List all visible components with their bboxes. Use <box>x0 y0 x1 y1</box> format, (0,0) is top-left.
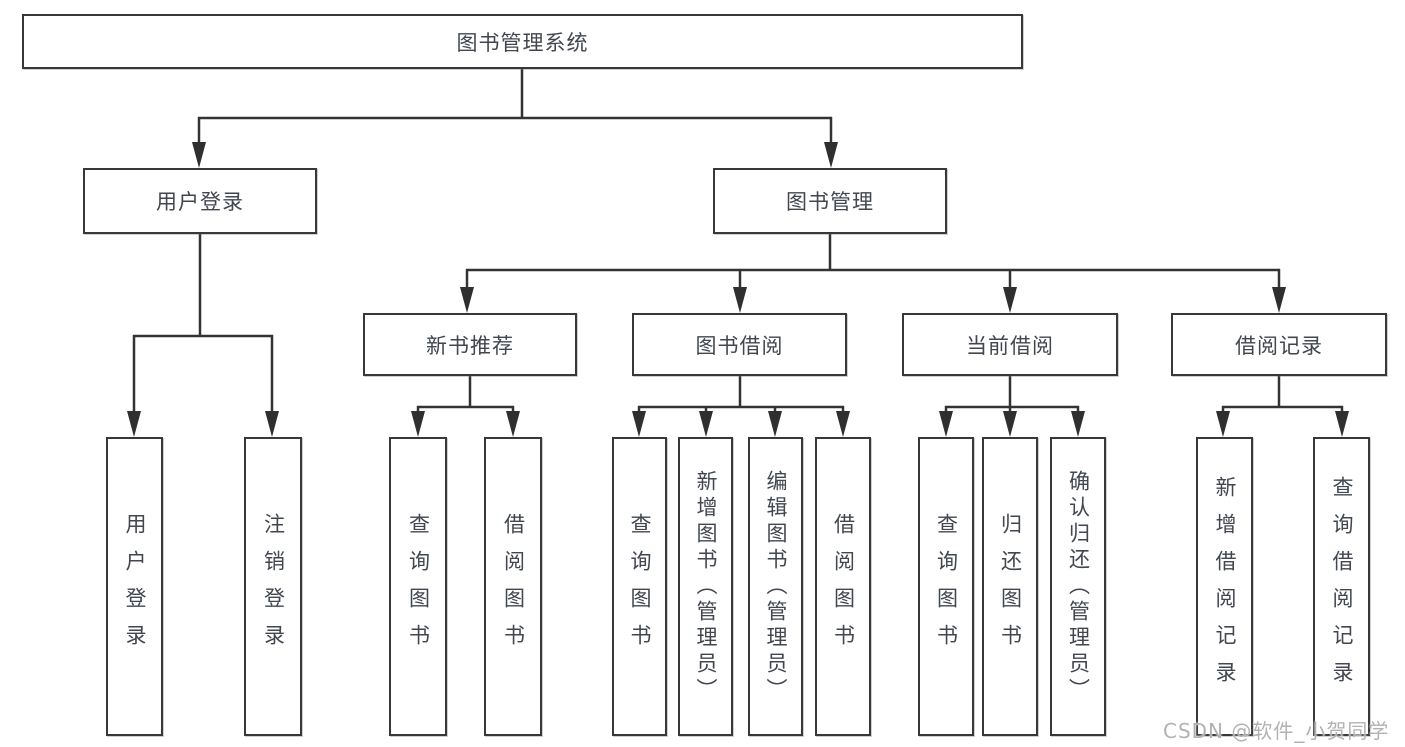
node-book-borrow-label: 图书借阅 <box>695 333 784 358</box>
connector-current-borrow-to-leaves <box>939 376 1085 437</box>
leaf-logout: 注销登录 <box>244 437 302 736</box>
connector-book-mgmt-to-level3 <box>460 234 1286 313</box>
leaf-bb-borrow-books: 借阅图书 <box>815 437 871 736</box>
connector-book-borrow-to-leaves <box>632 376 850 437</box>
leaf-bb-edit-books-label: 编辑图书（管理员） <box>764 469 788 704</box>
leaf-br-add-record-label: 新增借阅记录 <box>1213 475 1237 698</box>
leaf-br-add-record: 新增借阅记录 <box>1196 437 1253 736</box>
node-root-label: 图书管理系统 <box>456 30 589 55</box>
leaf-br-query-record-label: 查询借阅记录 <box>1330 475 1354 698</box>
leaf-nbr-query-books-label: 查询图书 <box>406 512 431 661</box>
csdn-watermark: CSDN @软件_小贺同学 <box>1163 719 1390 743</box>
node-current-borrow: 当前借阅 <box>902 313 1118 376</box>
node-root: 图书管理系统 <box>22 14 1023 69</box>
leaf-br-query-record: 查询借阅记录 <box>1313 437 1370 736</box>
node-current-borrow-label: 当前借阅 <box>966 333 1054 358</box>
connector-root-to-level2 <box>192 69 838 168</box>
node-borrow-records: 借阅记录 <box>1171 313 1387 376</box>
leaf-cb-confirm-return: 确认归还（管理员） <box>1050 437 1106 736</box>
leaf-user-login: 用户登录 <box>106 437 163 736</box>
leaf-cb-return-books: 归还图书 <box>982 437 1038 736</box>
leaf-bb-edit-books: 编辑图书（管理员） <box>748 437 803 736</box>
leaf-nbr-borrow-books: 借阅图书 <box>484 437 542 736</box>
leaf-cb-confirm-return-label: 确认归还（管理员） <box>1066 469 1091 704</box>
leaf-user-login-label: 用户登录 <box>123 512 147 661</box>
connector-new-book-rec-to-leaves <box>411 376 520 437</box>
node-book-mgmt: 图书管理 <box>713 168 947 234</box>
leaf-cb-query-books-label: 查询图书 <box>934 512 959 661</box>
leaf-bb-query-books-label: 查询图书 <box>628 512 652 661</box>
leaf-cb-query-books: 查询图书 <box>918 437 974 736</box>
connector-borrow-records-to-leaves <box>1216 376 1349 437</box>
leaf-bb-borrow-books-label: 借阅图书 <box>831 512 856 661</box>
node-book-borrow: 图书借阅 <box>632 313 847 376</box>
node-new-book-rec-label: 新书推荐 <box>426 333 514 358</box>
leaf-cb-return-books-label: 归还图书 <box>998 512 1023 661</box>
leaf-nbr-query-books: 查询图书 <box>389 437 447 736</box>
connector-user-login-to-leaves <box>127 234 279 437</box>
node-borrow-records-label: 借阅记录 <box>1235 333 1323 358</box>
node-user-login: 用户登录 <box>83 168 317 234</box>
leaf-bb-add-books: 新增图书（管理员） <box>678 437 733 736</box>
leaf-nbr-borrow-books-label: 借阅图书 <box>501 512 526 661</box>
leaf-bb-query-books: 查询图书 <box>612 437 667 736</box>
leaf-logout-label: 注销登录 <box>261 512 286 661</box>
node-book-mgmt-label: 图书管理 <box>786 190 874 214</box>
node-user-login-label: 用户登录 <box>156 190 244 214</box>
node-new-book-rec: 新书推荐 <box>363 313 577 376</box>
leaf-bb-add-books-label: 新增图书（管理员） <box>694 469 718 704</box>
